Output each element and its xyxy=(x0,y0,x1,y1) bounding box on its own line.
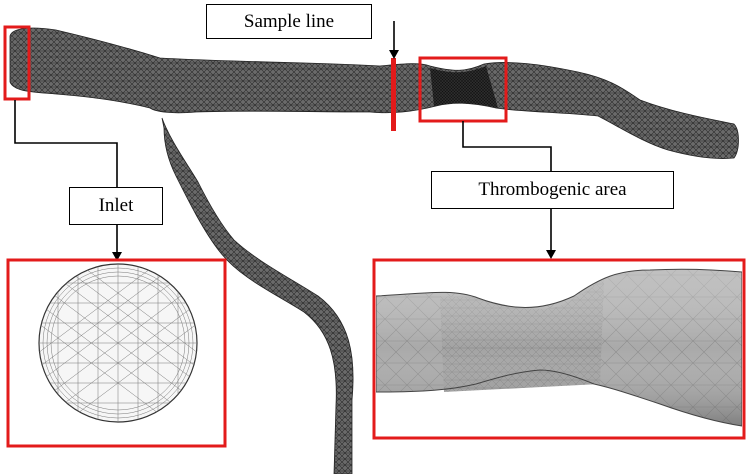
sample-line-label: Sample line xyxy=(206,4,372,39)
stenosis-dense-mesh xyxy=(430,66,498,108)
sample-line-marker xyxy=(391,58,396,131)
vessel-main xyxy=(10,28,739,159)
thrombogenic-area-label: Thrombogenic area xyxy=(431,171,674,209)
inlet-label: Inlet xyxy=(69,187,163,225)
